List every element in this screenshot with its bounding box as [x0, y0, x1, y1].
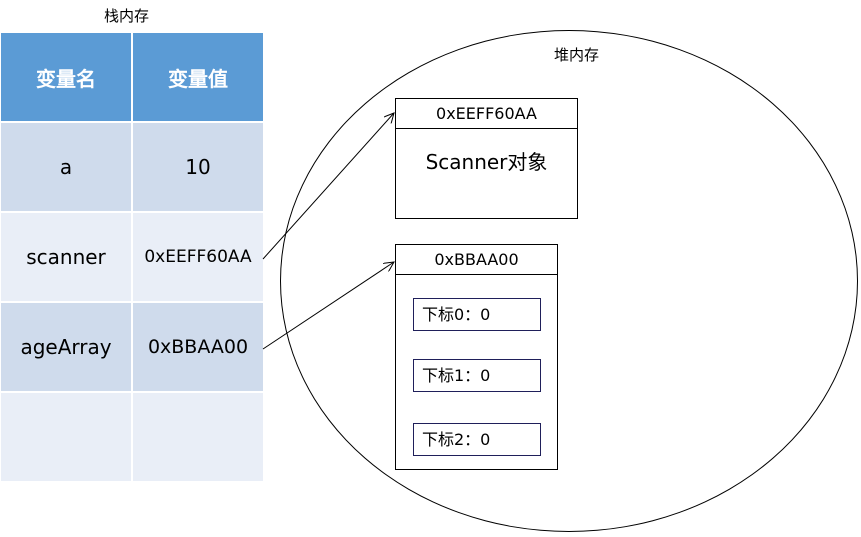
variable-name-cell: a: [1, 122, 133, 213]
array-slot-0: 下标0：0: [413, 298, 541, 331]
variable-name-cell: scanner: [1, 212, 133, 303]
variable-value-cell: 10: [132, 122, 263, 213]
scanner-reference-arrow: [262, 113, 394, 260]
array-slot-2: 下标2：0: [413, 423, 541, 456]
header-variable-name: 变量名: [1, 33, 133, 123]
array-object-address: 0xBBAA00: [396, 245, 557, 275]
scanner-object-box: 0xEEFF60AA Scanner对象: [395, 98, 578, 219]
scanner-object-label: Scanner对象: [425, 150, 548, 174]
array-object-box: 0xBBAA00 下标0：0 下标1：0 下标2：0: [395, 244, 558, 470]
heap-memory-title: 堆内存: [554, 46, 600, 64]
table-row: ageArray 0xBBAA00: [1, 302, 263, 393]
array-slot-1: 下标1：0: [413, 359, 541, 392]
stack-memory-title: 栈内存: [104, 7, 150, 25]
header-variable-value: 变量值: [132, 33, 263, 123]
table-row: a 10: [1, 122, 263, 213]
stack-table-header: 变量名 变量值: [1, 33, 263, 123]
table-row: scanner 0xEEFF60AA: [1, 212, 263, 303]
variable-value-cell: 0xEEFF60AA: [132, 212, 263, 303]
variable-name-cell: [1, 392, 133, 483]
scanner-object-address: 0xEEFF60AA: [396, 99, 577, 129]
stack-table: 变量名 变量值 a 10 scanner 0xEEFF60AA ageArray…: [1, 33, 263, 483]
table-row: [1, 392, 263, 483]
variable-value-cell: 0xBBAA00: [132, 302, 263, 393]
agearray-reference-arrow: [262, 262, 394, 350]
variable-value-cell: [132, 392, 263, 483]
heap-memory-region: [280, 30, 858, 532]
variable-name-cell: ageArray: [1, 302, 133, 393]
